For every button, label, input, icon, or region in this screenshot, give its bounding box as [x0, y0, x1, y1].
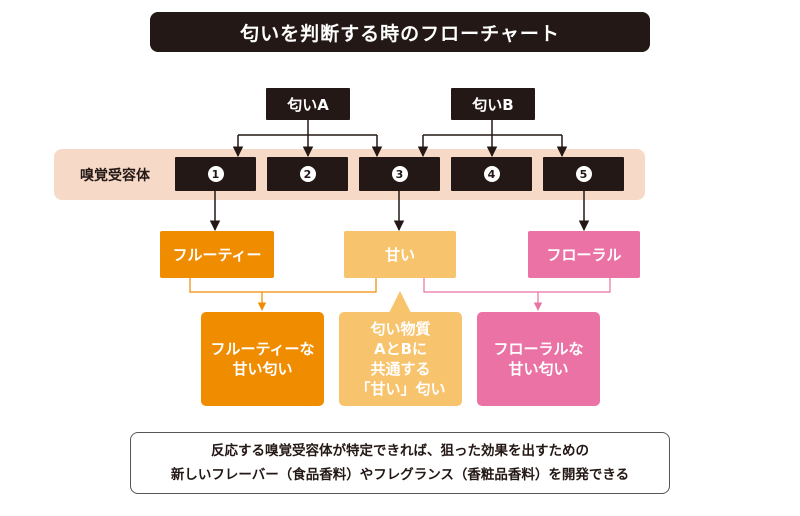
page-title: 匂いを判断する時のフローチャート — [150, 12, 650, 52]
receptor-5-box: 5 — [543, 157, 624, 191]
sweet-floral-connector — [423, 278, 611, 293]
receptor-2-box: 2 — [267, 157, 348, 191]
category-sweet: 甘い — [344, 231, 456, 278]
result-common-line-4: 「甘い」匂い — [355, 380, 446, 398]
odor-a-box: 匂いA — [266, 88, 350, 120]
result-fruity-sweet-line-2: 甘い匂い — [232, 360, 293, 378]
odor-b-box: 匂いB — [451, 88, 535, 120]
category-fruity: フルーティー — [160, 231, 274, 278]
receptor-4-box: 4 — [451, 157, 532, 191]
result-common-line-3: 共通する — [370, 360, 431, 378]
receptor-3-box: 3 — [359, 157, 440, 191]
receptor-1-box: 1 — [175, 157, 256, 191]
receptor-3-number: 3 — [391, 166, 408, 182]
result-common-line-2: AとBに — [373, 340, 428, 358]
result-floral-sweet: フローラルな 甘い匂い — [477, 312, 600, 406]
footer-note: 反応する嗅覚受容体が特定できれば、狙った効果を出すための 新しいフレーバー（食品… — [130, 432, 670, 494]
common-result-pointer — [389, 291, 411, 313]
footer-line-2: 新しいフレーバー（食品香料）やフレグランス（香粧品香料）を開発できる — [170, 467, 630, 483]
result-fruity-sweet-line-1: フルーティーな — [210, 340, 315, 358]
receptor-band-label: 嗅覚受容体 — [80, 167, 150, 184]
result-fruity-sweet: フルーティーな 甘い匂い — [201, 312, 324, 406]
result-common-line-1: 匂い物質 — [370, 320, 431, 338]
category-floral: フローラル — [528, 231, 640, 278]
receptor-4-number: 4 — [483, 166, 500, 182]
receptor-1-number: 1 — [207, 166, 224, 182]
result-floral-sweet-line-1: フローラルな — [493, 340, 584, 358]
result-floral-sweet-line-2: 甘い匂い — [508, 360, 569, 378]
fruity-sweet-connector — [189, 278, 377, 293]
result-common: 匂い物質 AとBに 共通する 「甘い」匂い — [339, 312, 462, 406]
footer-line-1: 反応する嗅覚受容体が特定できれば、狙った効果を出すための — [211, 443, 589, 459]
receptor-5-number: 5 — [575, 166, 592, 182]
receptor-2-number: 2 — [299, 166, 316, 182]
